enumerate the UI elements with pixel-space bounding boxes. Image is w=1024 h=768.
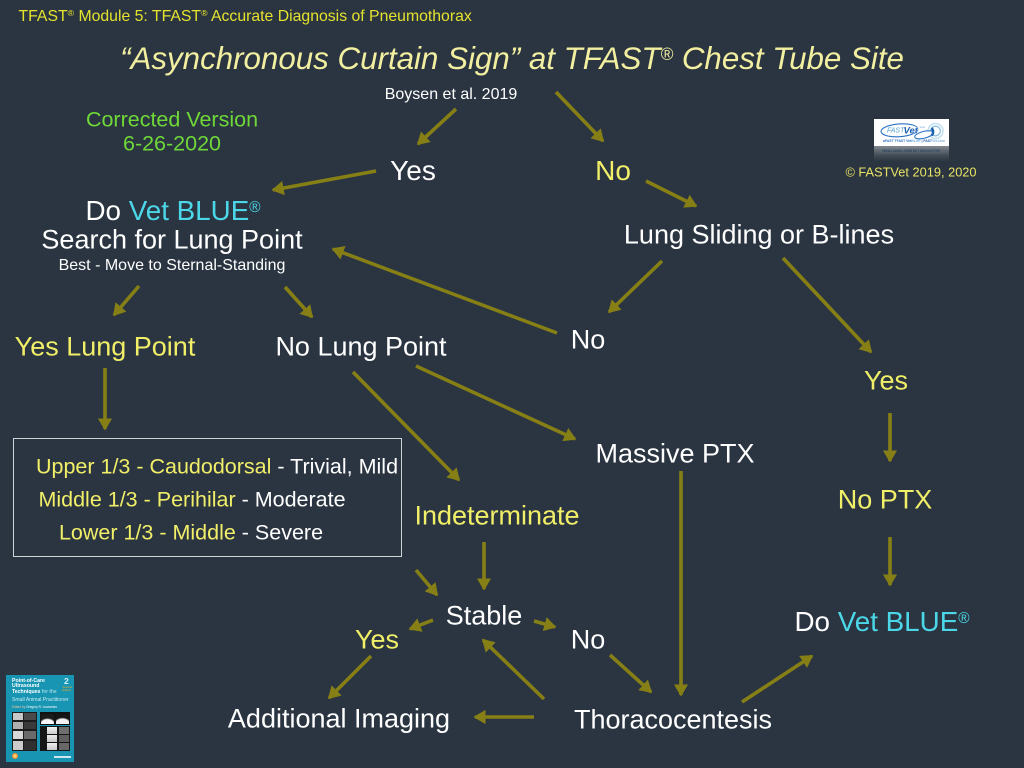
svg-text:.com: .com bbox=[919, 125, 926, 129]
svg-text:FAST: FAST bbox=[887, 128, 905, 135]
svg-text:Vet: Vet bbox=[904, 125, 919, 136]
svg-text:aFAST TFAST VetBLUE | FAST: aFAST TFAST VetBLUE | FASTVet.com bbox=[882, 149, 940, 153]
svg-text:aFAST TFAST VetBLUE | FAST: aFAST TFAST VetBLUE | FASTVet.com bbox=[883, 139, 945, 143]
